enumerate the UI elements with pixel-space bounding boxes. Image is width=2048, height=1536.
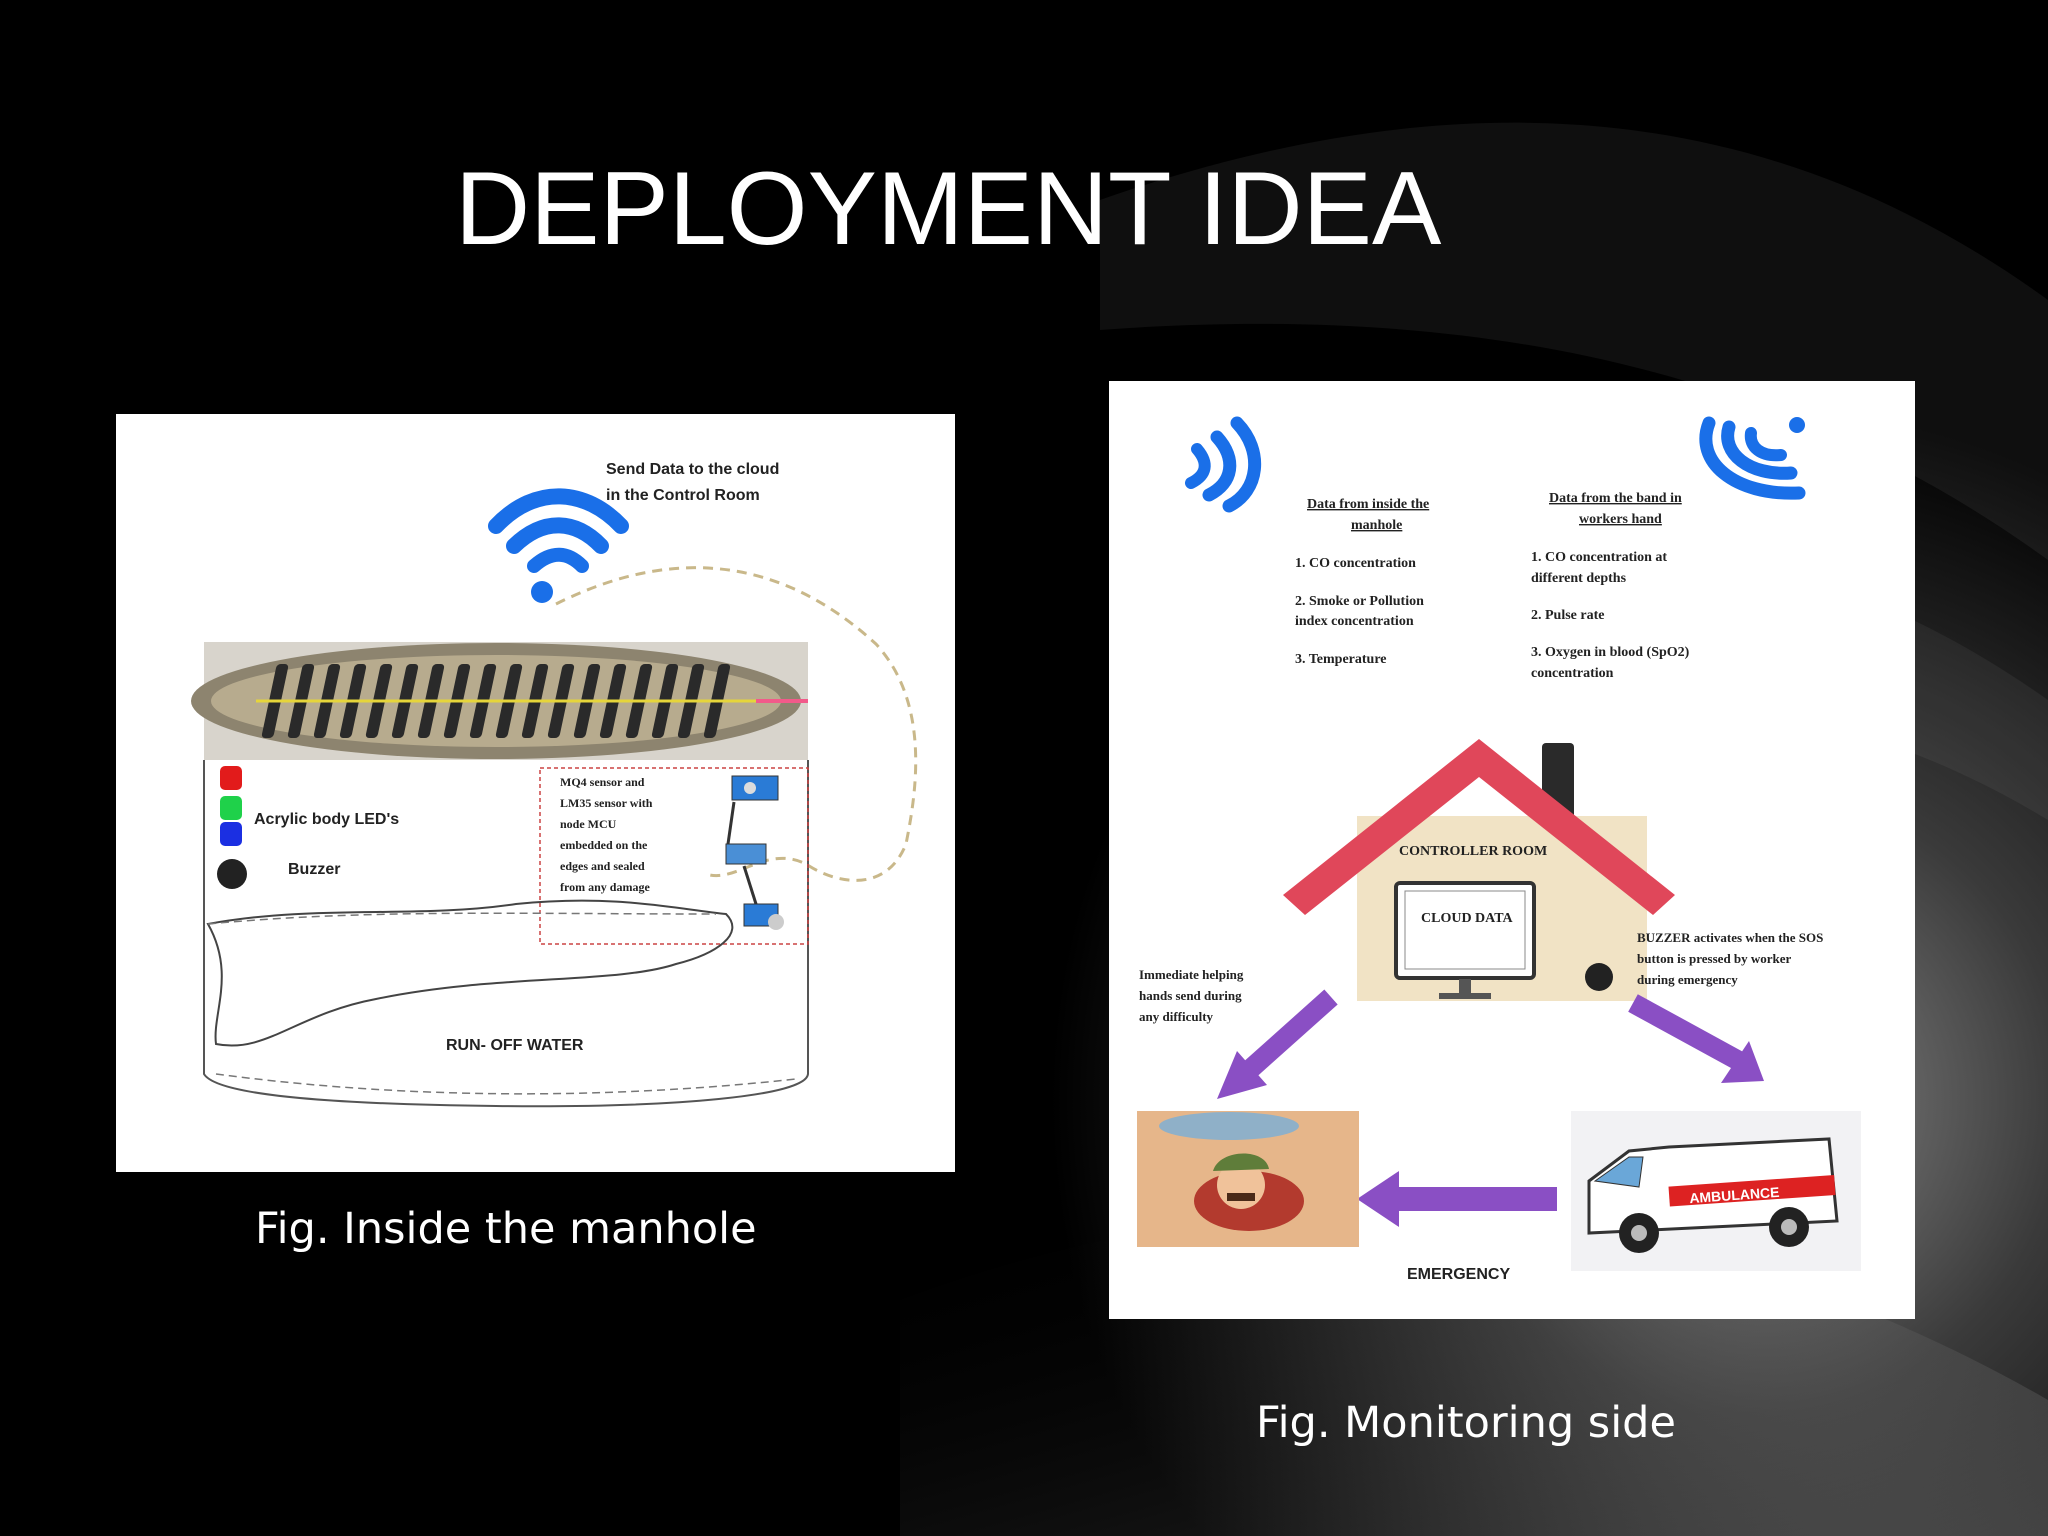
- right-note-line: BUZZER activates when the SOS: [1637, 930, 1823, 945]
- manhole-figure: Send Data to the cloud in the Control Ro…: [116, 414, 955, 1172]
- led-green: [220, 796, 242, 820]
- house-label: CONTROLLER ROOM: [1399, 844, 1547, 859]
- right-caption: Fig. Monitoring side: [1256, 1398, 1676, 1448]
- ambulance-text: AMBULANCE: [1689, 1184, 1780, 1206]
- slide-title: DEPLOYMENT IDEA: [455, 151, 1442, 267]
- screen-label: CLOUD DATA: [1421, 911, 1514, 926]
- wifi-right-icon: [1699, 416, 1806, 500]
- left-note-line: hands send during: [1139, 988, 1242, 1003]
- band-data-item: different depths: [1531, 571, 1627, 586]
- sensor-note-line: from any damage: [560, 880, 650, 894]
- sensor-note-line: LM35 sensor with: [560, 796, 653, 810]
- band-data-heading: workers hand: [1579, 512, 1662, 527]
- left-note-line: Immediate helping: [1139, 967, 1244, 982]
- right-note-line: button is pressed by worker: [1637, 951, 1792, 966]
- cloud-label-line1: Send Data to the cloud: [606, 461, 779, 478]
- right-note-line: during emergency: [1637, 972, 1738, 987]
- arrow-to-manhole: [1217, 989, 1338, 1099]
- sensor-box: [539, 767, 809, 945]
- band-data-item: concentration: [1531, 666, 1614, 681]
- sensor-note-line: embedded on the: [560, 838, 648, 852]
- data-cable: [555, 566, 918, 882]
- monitoring-figure: Data from inside the manhole 1. CO concent…: [1109, 381, 1915, 1319]
- emergency-label: EMERGENCY: [1407, 1266, 1510, 1283]
- buzzer-icon: [217, 859, 247, 889]
- manhole-data-item: 2. Smoke or Pollution: [1295, 594, 1424, 609]
- buzzer-icon: [1585, 963, 1613, 991]
- sensor-note-line: edges and sealed: [560, 859, 645, 873]
- wifi-left-icon: [1185, 416, 1262, 513]
- left-caption: Fig. Inside the manhole: [255, 1204, 757, 1254]
- manhole-data-item: 3. Temperature: [1295, 652, 1387, 667]
- wifi-icon: [488, 488, 629, 603]
- run-off-water: [206, 899, 734, 1047]
- led-label: Acrylic body LED's: [254, 811, 399, 828]
- monitor-icon: [1394, 881, 1536, 999]
- manhole-data-item: index concentration: [1295, 614, 1414, 629]
- manhole-cover-image: [191, 642, 808, 760]
- arrow-ambulance-to-worker: [1357, 1171, 1557, 1227]
- cloud-label-line2: in the Control Room: [606, 487, 760, 504]
- sensor-note-line: MQ4 sensor and: [560, 775, 645, 789]
- band-data-heading: Data from the band in: [1549, 491, 1682, 506]
- band-data-item: 2. Pulse rate: [1531, 608, 1604, 623]
- buzzer-label: Buzzer: [288, 861, 340, 878]
- water-label: RUN- OFF WATER: [446, 1037, 584, 1054]
- sensor-modules: [725, 775, 784, 930]
- manhole-data-heading: Data from inside the: [1307, 497, 1429, 512]
- left-note-line: any difficulty: [1139, 1009, 1214, 1024]
- ambulance-image: AMBULANCE: [1571, 1111, 1861, 1271]
- tank-outline: [203, 760, 809, 1108]
- manhole-data-heading: manhole: [1351, 518, 1402, 533]
- led-blue: [220, 822, 242, 846]
- arrow-to-ambulance: [1628, 994, 1764, 1083]
- band-data-item: 1. CO concentration at: [1531, 550, 1667, 565]
- led-red: [220, 766, 242, 790]
- sensor-note-line: node MCU: [560, 817, 617, 831]
- manhole-data-item: 1. CO concentration: [1295, 556, 1416, 571]
- band-data-item: 3. Oxygen in blood (SpO2): [1531, 645, 1690, 660]
- worker-in-manhole-image: [1137, 1111, 1359, 1247]
